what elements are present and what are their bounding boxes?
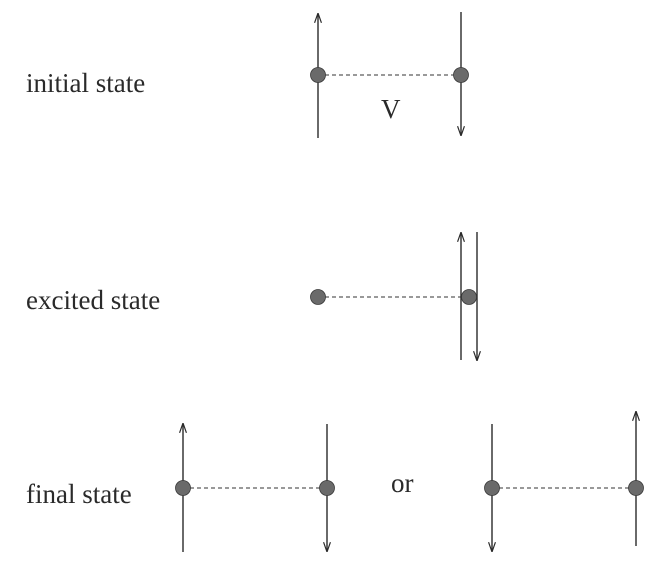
- final-state-option-1: [175, 424, 335, 552]
- coupling-label-v: V: [381, 94, 401, 124]
- row-label-excited-state: excited state: [26, 285, 161, 315]
- excited-right-site: [461, 289, 477, 305]
- excited-state-group: [310, 232, 478, 360]
- or-label: or: [391, 468, 414, 498]
- final1-right-site: [319, 480, 335, 496]
- final2-right-site: [628, 480, 644, 496]
- initial-state-group: [310, 12, 469, 138]
- initial-left-site: [310, 67, 326, 83]
- initial-right-site: [453, 67, 469, 83]
- final1-left-site: [175, 480, 191, 496]
- row-label-initial-state: initial state: [26, 68, 146, 98]
- final2-left-site: [484, 480, 500, 496]
- row-label-final-state: final state: [26, 479, 132, 509]
- excited-left-site: [310, 289, 326, 305]
- final-state-option-2: [484, 412, 644, 551]
